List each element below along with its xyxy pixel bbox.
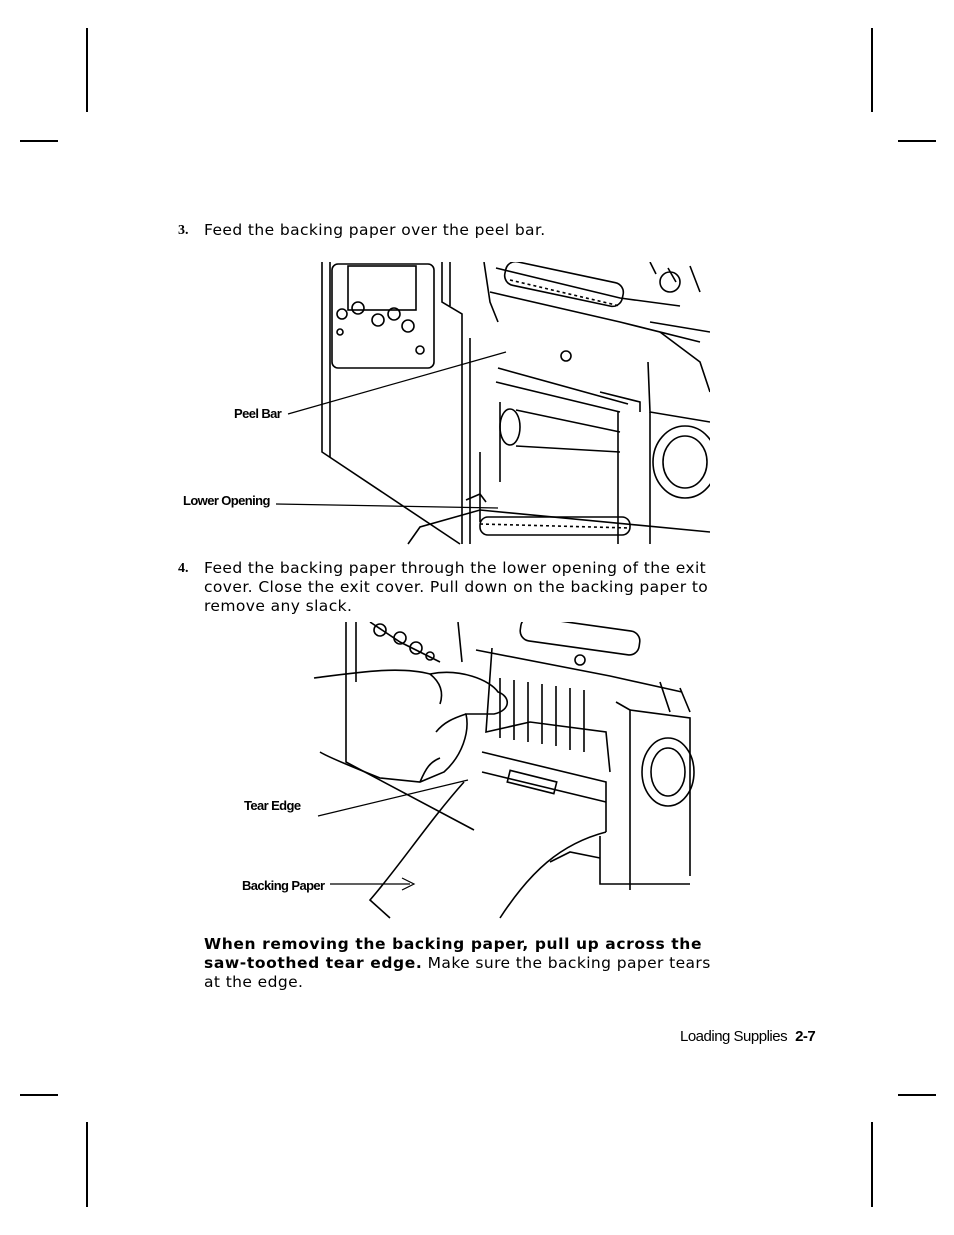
step-3: 3. Feed the backing paper over the peel … bbox=[178, 221, 738, 240]
crop-mark bbox=[20, 1094, 58, 1096]
lower-opening-leader bbox=[275, 503, 499, 509]
step-text: Feed the backing paper through the lower… bbox=[204, 559, 709, 615]
crop-mark bbox=[871, 1122, 873, 1207]
footer-section: Loading Supplies bbox=[680, 1028, 788, 1045]
crop-mark bbox=[86, 28, 88, 112]
backing-paper-note: When removing the backing paper, pull up… bbox=[204, 935, 724, 992]
crop-mark bbox=[20, 140, 58, 142]
page-number: 2-7 bbox=[795, 1028, 816, 1045]
crop-mark bbox=[86, 1122, 88, 1207]
lower-opening-label: Lower Opening bbox=[183, 493, 270, 508]
page-footer: Loading Supplies 2-7 bbox=[680, 1028, 816, 1045]
tear-edge-leader bbox=[317, 779, 469, 817]
step-4: 4. Feed the backing paper through the lo… bbox=[178, 559, 738, 616]
crop-mark bbox=[898, 140, 936, 142]
note-emphasis: When removing the backing paper, pull up… bbox=[204, 935, 703, 972]
crop-mark bbox=[898, 1094, 936, 1096]
backing-paper-label: Backing Paper bbox=[242, 878, 325, 893]
peel-bar-leader bbox=[287, 351, 507, 415]
crop-mark bbox=[871, 28, 873, 112]
peel-bar-label: Peel Bar bbox=[234, 406, 282, 421]
step-number: 4. bbox=[178, 561, 189, 576]
printer-peel-bar-illustration bbox=[275, 262, 710, 545]
note-text: Make sure the backing paper tears at the… bbox=[204, 954, 711, 991]
step-number: 3. bbox=[178, 223, 189, 238]
step-text: Feed the backing paper over the peel bar… bbox=[204, 221, 546, 239]
printer-tear-edge-illustration bbox=[313, 622, 695, 919]
tear-edge-label: Tear Edge bbox=[244, 798, 301, 813]
